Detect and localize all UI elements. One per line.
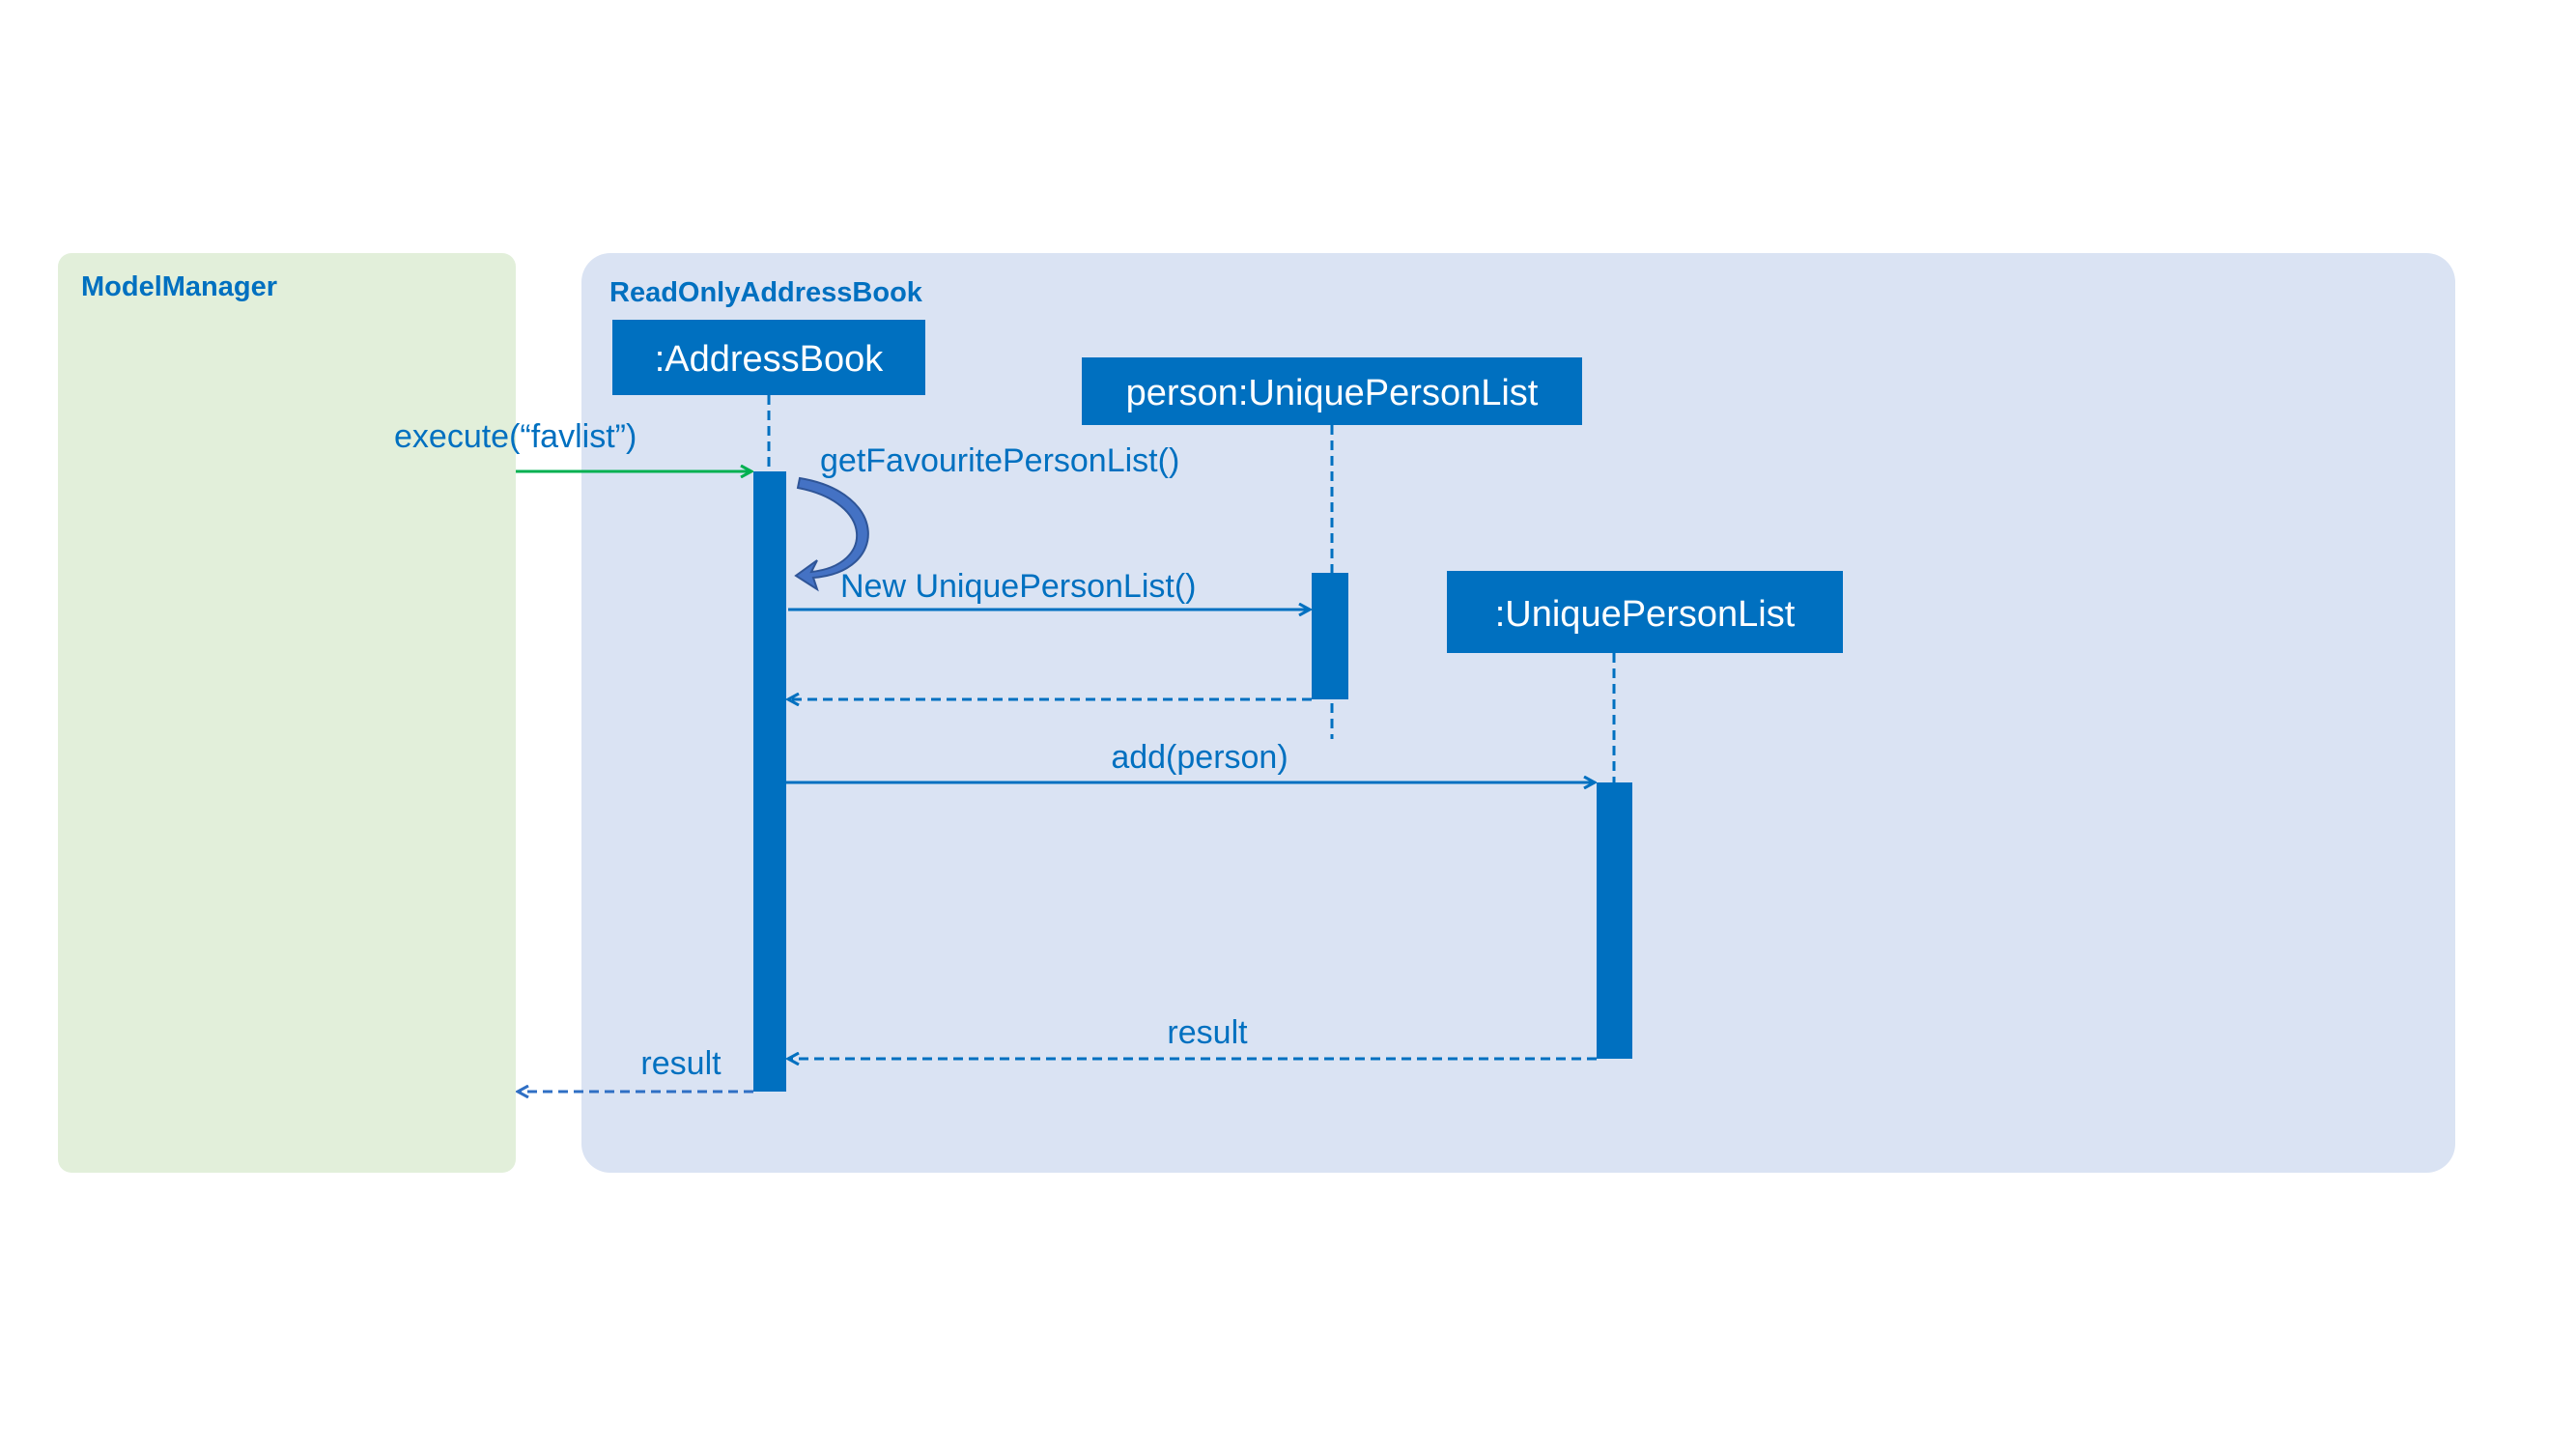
new-list-call-label: New UniquePersonList() — [840, 568, 1197, 605]
new-list-head-label: :UniquePersonList — [1495, 594, 1796, 635]
person-list-head-label: person:UniquePersonList — [1126, 373, 1539, 413]
new-list-activation — [1597, 782, 1632, 1059]
person-list-activation — [1312, 573, 1348, 699]
execute-label: execute(“favlist”) — [394, 418, 637, 455]
add-person-label: add(person) — [1111, 739, 1288, 776]
result-inner-label: result — [1167, 1014, 1248, 1051]
result-outer-label: result — [640, 1045, 722, 1082]
read-only-address-book-frame — [581, 253, 2455, 1173]
address-book-head — [612, 320, 925, 395]
person-list-head — [1082, 357, 1582, 425]
self-call-arrow — [794, 476, 869, 592]
get-favourite-label: getFavouritePersonList() — [820, 442, 1179, 479]
new-list-head — [1447, 571, 1843, 653]
address-book-activation — [753, 471, 786, 1092]
model-manager-label: ModelManager — [81, 271, 277, 302]
model-manager-frame — [58, 253, 516, 1173]
address-book-head-label: :AddressBook — [655, 339, 885, 380]
read-only-address-book-label: ReadOnlyAddressBook — [609, 277, 923, 308]
